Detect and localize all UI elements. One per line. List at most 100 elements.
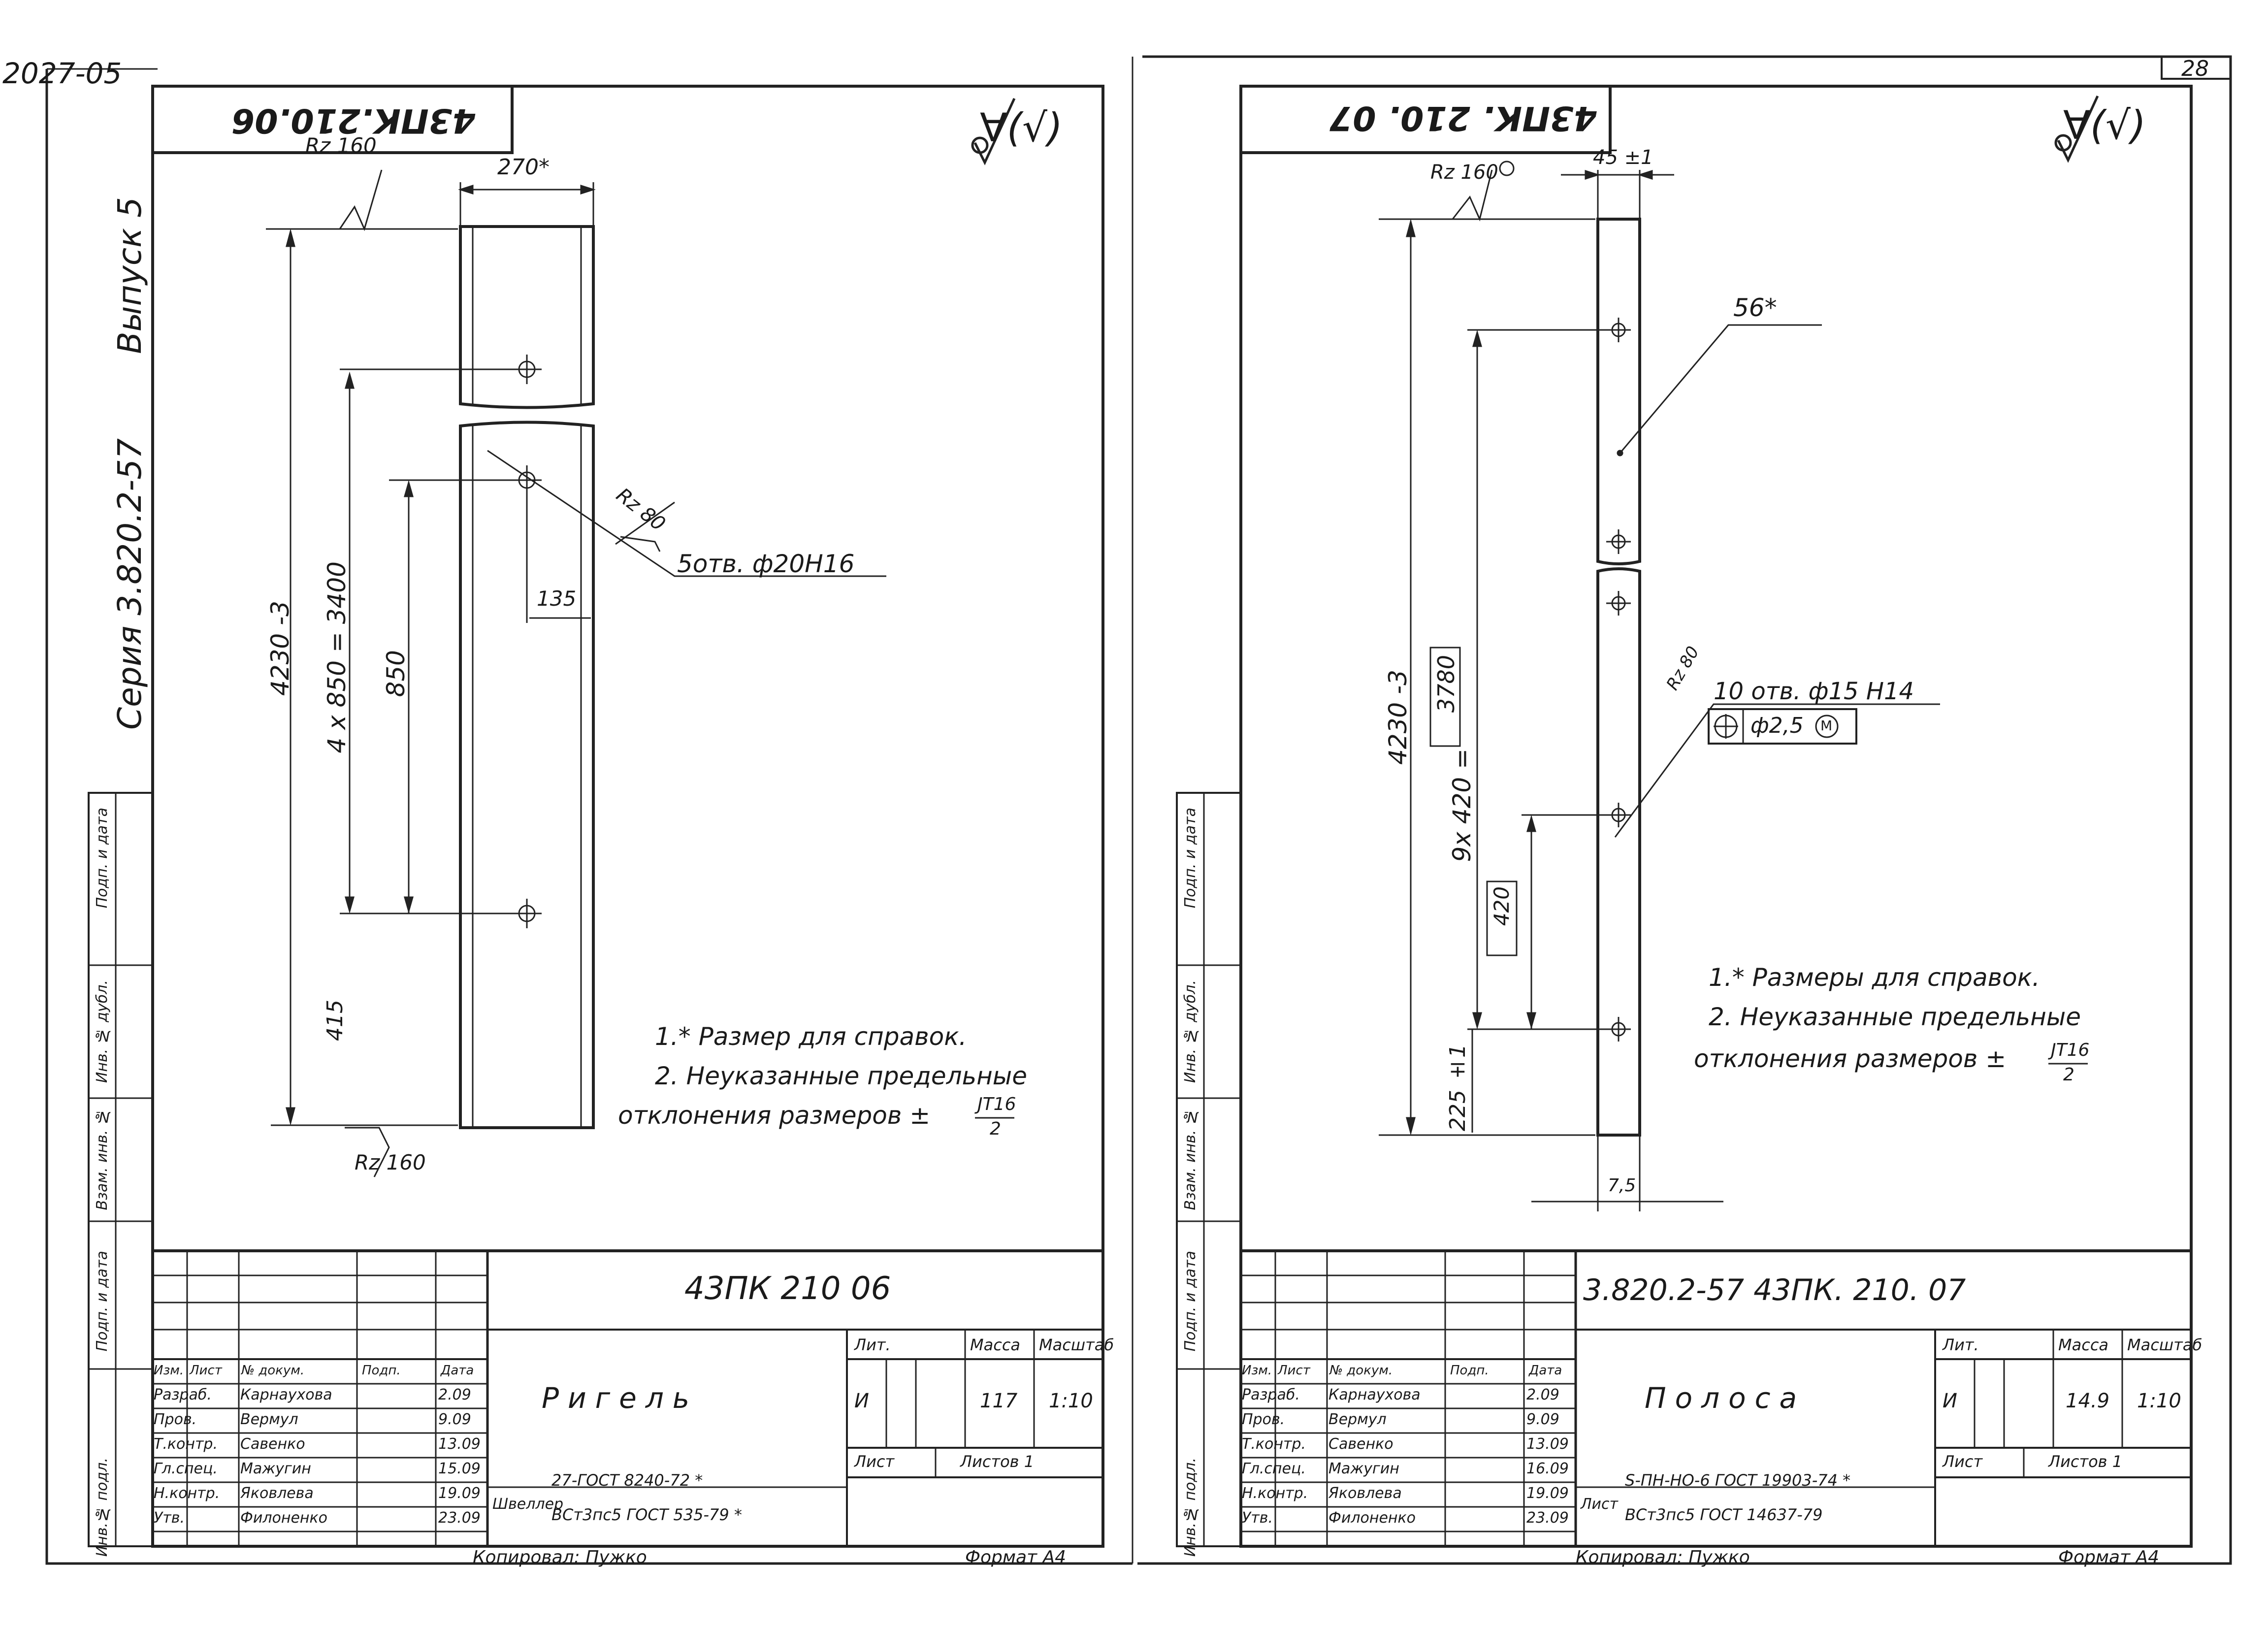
stamp-inv-podl: Инв.№ подл. xyxy=(94,1458,111,1557)
right-rz-top: Rz 160 xyxy=(1430,161,1498,184)
right-tb-date: 13.09 xyxy=(1526,1435,1569,1453)
left-tb-role: Утв. xyxy=(154,1509,185,1527)
right-tb-material-1: S-ПН-НО-6 ГОСТ 19903-74 * xyxy=(1625,1471,1851,1490)
left-tol-den: 2 xyxy=(990,1119,1001,1139)
left-tb-sheets-label: Листов 1 xyxy=(960,1452,1035,1471)
right-dim-ref: 56* xyxy=(1733,293,1777,322)
right-dim-pitch: 420 xyxy=(1490,886,1514,926)
right-tb-role: Утв. xyxy=(1242,1509,1273,1527)
stamp-inv-dubl: Инв. № дубл. xyxy=(94,980,111,1083)
right-tb-person: Яковлева xyxy=(1328,1485,1402,1502)
right-tb-role: Разраб. xyxy=(1242,1386,1300,1403)
stamp-r-sign-date-2: Подп. и дата xyxy=(1182,808,1199,909)
right-note-2: 2. Неуказанные предельные xyxy=(1709,1003,2081,1031)
left-tb-h-izm: Изм. xyxy=(154,1363,184,1378)
right-tb-person: Мажугин xyxy=(1328,1460,1399,1477)
right-position-tol: ф2,5 xyxy=(1750,713,1804,738)
left-tb-material-1: 27-ГОСТ 8240-72 * xyxy=(551,1471,703,1490)
right-tb-date: 23.09 xyxy=(1526,1509,1569,1527)
right-tb-person: Савенко xyxy=(1328,1435,1393,1453)
right-dim-edge: 7,5 xyxy=(1608,1175,1636,1196)
right-tb-role: Пров. xyxy=(1242,1411,1285,1428)
left-tb-mass-label: Масса xyxy=(970,1336,1021,1354)
archive-number: 2027-05 xyxy=(2,57,122,90)
right-tb-scale-value: 1:10 xyxy=(2137,1390,2181,1412)
left-dim-width: 270* xyxy=(497,155,550,180)
left-tb-h-doc: № докум. xyxy=(241,1363,305,1378)
right-tb-date: 2.09 xyxy=(1526,1386,1559,1403)
left-tb-person: Вермул xyxy=(240,1411,298,1428)
left-note-1: 1.* Размер для справок. xyxy=(655,1022,967,1051)
left-tb-date: 23.09 xyxy=(438,1509,481,1527)
right-tb-h-date: Дата xyxy=(1529,1363,1562,1378)
left-tb-sheet-label: Лист xyxy=(854,1452,895,1471)
stamp-r-sign-date-1: Подп. и дата xyxy=(1182,1251,1199,1352)
left-tb-person: Савенко xyxy=(240,1435,305,1453)
right-note-3: отклонения размеров ± xyxy=(1694,1044,2007,1073)
left-tb-h-list: Лист xyxy=(190,1363,222,1378)
right-holes-note: 10 отв. ф15 H14 xyxy=(1714,678,1914,705)
sheet-number: 28 xyxy=(2181,56,2209,81)
left-dim-hole-offset: 135 xyxy=(537,586,577,611)
right-tb-date: 16.09 xyxy=(1526,1460,1569,1477)
left-note-3: отклонения размеров ± xyxy=(618,1101,931,1130)
right-tb-name: Полоса xyxy=(1645,1381,1806,1415)
right-tb-person: Филоненко xyxy=(1328,1509,1416,1527)
left-tb-date: 13.09 xyxy=(438,1435,481,1453)
left-dim-pitch: 850 xyxy=(382,650,410,697)
left-tb-role: Пров. xyxy=(154,1411,197,1428)
right-roughness: ∀(√) xyxy=(2063,102,2146,148)
right-tol-den: 2 xyxy=(2063,1065,2074,1085)
stamp-sign-date-1: Подп. и дата xyxy=(94,1251,111,1352)
left-holes-note: 5отв. ф20H16 xyxy=(677,550,855,578)
stamp-sign-date-2: Подп. и дата xyxy=(94,808,111,909)
left-tb-date: 15.09 xyxy=(438,1460,481,1477)
right-tb-scale-label: Масштаб xyxy=(2127,1336,2203,1354)
right-tb-date: 9.09 xyxy=(1526,1411,1559,1428)
right-dim-chain-value: 3780 xyxy=(1433,655,1459,713)
left-tb-person: Филоненко xyxy=(240,1509,328,1527)
right-format: Формат А4 xyxy=(2058,1547,2160,1567)
left-tb-name: Ригель xyxy=(542,1381,699,1415)
left-tb-date: 9.09 xyxy=(438,1411,471,1428)
right-tb-h-doc: № докум. xyxy=(1329,1363,1393,1378)
left-tb-h-sign: Подп. xyxy=(362,1363,401,1378)
left-dim-chain: 4 x 850 = 3400 xyxy=(323,561,351,753)
left-roughness: ∀(√) xyxy=(980,105,1063,151)
left-code-box: 43ПК.210.06 xyxy=(231,101,476,140)
left-tb-designation: 43ПК 210 06 xyxy=(684,1271,891,1307)
right-tb-role: Н.контр. xyxy=(1242,1485,1308,1502)
left-tb-role: Т.контр. xyxy=(154,1435,218,1453)
right-dim-total: 4230 -3 xyxy=(1384,670,1412,765)
right-tb-person: Вермул xyxy=(1328,1411,1387,1428)
left-note-2: 2. Неуказанные предельные xyxy=(655,1062,1028,1090)
series-label: Серия 3.820.2-57 xyxy=(111,438,149,730)
left-dim-end: 415 xyxy=(323,1000,348,1041)
right-tb-lit-value: И xyxy=(1943,1390,1957,1412)
right-tb-sheet-label: Лист xyxy=(1943,1452,1983,1471)
left-format: Формат А4 xyxy=(965,1547,1067,1567)
left-tb-h-date: Дата xyxy=(441,1363,474,1378)
right-tb-h-izm: Изм. xyxy=(1242,1363,1272,1378)
left-dim-total: 4230 -3 xyxy=(266,601,294,696)
left-tb-scale-value: 1:10 xyxy=(1049,1390,1093,1412)
right-tol-num: JT16 xyxy=(2051,1040,2090,1060)
left-tb-date: 2.09 xyxy=(438,1386,471,1403)
left-tb-role: Гл.спец. xyxy=(154,1460,218,1477)
right-tb-designation: 3.820.2-57 43ПК. 210. 07 xyxy=(1583,1273,1966,1307)
issue-label: Выпуск 5 xyxy=(111,197,149,354)
right-dim-chain-prefix: 9x 420 = xyxy=(1448,749,1476,862)
stamp-r-inv-dubl: Инв. № дубл. xyxy=(1182,980,1199,1083)
right-dim-width: 45 ±1 xyxy=(1593,146,1653,169)
right-tb-lit-label: Лит. xyxy=(1943,1336,1979,1354)
left-tb-scale-label: Масштаб xyxy=(1039,1336,1114,1354)
left-rz-top: Rz 160 xyxy=(305,133,377,158)
left-tol-num: JT16 xyxy=(977,1094,1016,1114)
left-tb-person: Яковлева xyxy=(240,1485,314,1502)
right-tb-date: 19.09 xyxy=(1526,1485,1569,1502)
left-tb-role: Н.контр. xyxy=(154,1485,220,1502)
right-tb-mass-label: Масса xyxy=(2058,1336,2109,1354)
right-tb-h-sign: Подп. xyxy=(1450,1363,1489,1378)
right-tb-material-2: ВСт3пс5 ГОСТ 14637-79 xyxy=(1625,1505,1823,1524)
